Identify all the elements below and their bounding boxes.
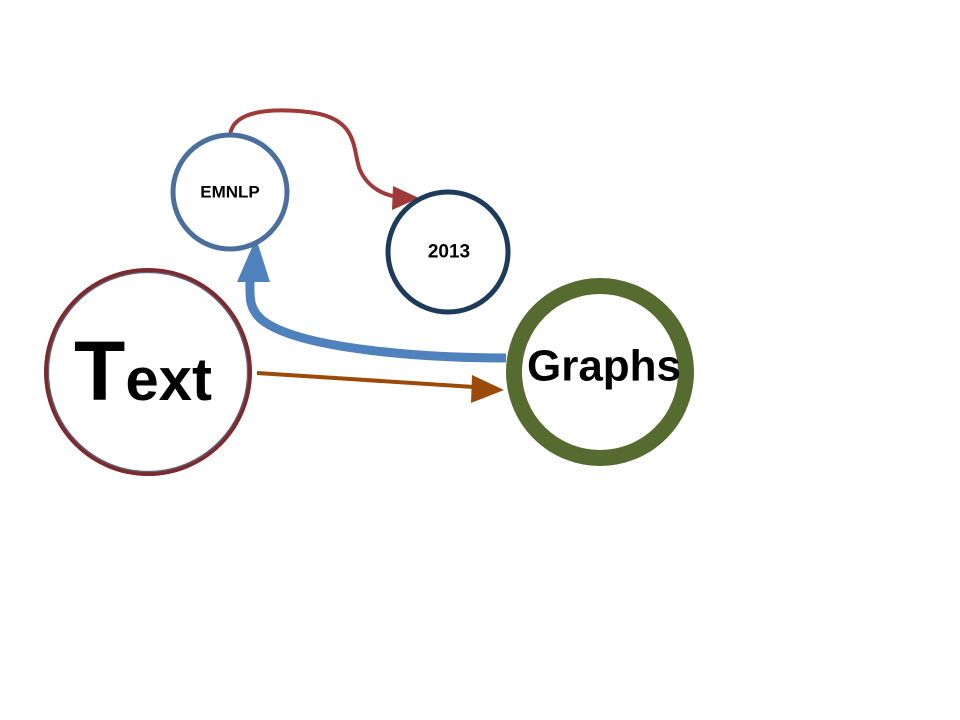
node-2013-label: 2013 <box>428 242 470 263</box>
node-text-label-first: T <box>74 324 125 418</box>
node-text-label-rest: ext <box>125 346 212 413</box>
node-emnlp-label: EMNLP <box>200 183 260 202</box>
node-emnlp: EMNLP <box>170 132 290 252</box>
node-text-circle-outer <box>44 268 252 476</box>
node-text: Text <box>44 268 252 476</box>
node-2013-circle <box>385 189 511 315</box>
node-text-circle-inner <box>47 271 249 473</box>
node-2013: 2013 <box>385 189 511 315</box>
node-graphs-label: Graphs <box>527 342 681 391</box>
node-text-label: Text <box>74 324 212 418</box>
edge-graphs-to-emnlp <box>245 277 507 363</box>
node-emnlp-circle <box>170 132 290 252</box>
node-graphs-circle <box>506 278 694 466</box>
arrowhead-emnlp-to-2013 <box>392 186 419 210</box>
edge-text-to-graphs <box>256 371 475 389</box>
arrowhead-graphs-to-emnlp <box>237 238 270 282</box>
edge-emnlp-to-2013 <box>228 108 402 199</box>
arrowhead-text-to-graphs <box>471 375 504 403</box>
node-graphs: Graphs <box>506 278 694 466</box>
